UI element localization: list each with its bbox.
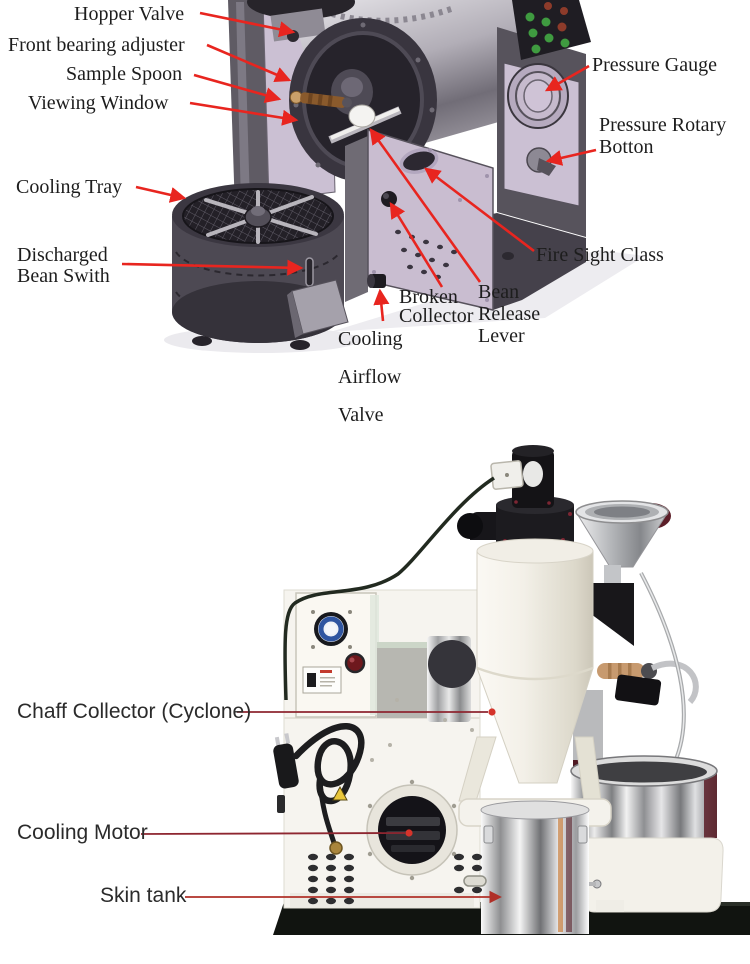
chute-side — [287, 291, 303, 338]
panel-holes — [395, 229, 457, 280]
arrow-front-bearing — [206, 43, 292, 83]
discharge-switch-handle — [305, 257, 314, 287]
label-chaff-collector: Chaff Collector (Cyclone) — [17, 700, 252, 723]
power-cable — [283, 476, 495, 701]
label-fire-sight-class: Fire Sight Class — [536, 244, 664, 266]
skin-tank-part — [480, 800, 590, 934]
chrome-pipe — [650, 660, 699, 704]
drawer-handle — [463, 875, 487, 887]
drum-housing — [377, 648, 431, 718]
arrow-viewing-window — [189, 101, 299, 126]
label-discharged-bean: Discharged Bean Swith — [17, 244, 110, 287]
cooling-motor-part — [366, 779, 458, 881]
brass-fitting — [329, 841, 343, 855]
control-panel — [512, 0, 591, 60]
key — [277, 795, 285, 813]
foot — [502, 252, 514, 260]
label-broken-collector: Broken Collector — [399, 286, 474, 327]
steel-tube-highlight — [640, 572, 685, 769]
label-pressure-gauge: Pressure Gauge — [592, 54, 717, 76]
callout-arrows — [121, 11, 597, 322]
label-cooling-motor: Cooling Motor — [17, 821, 148, 844]
arrow-cooling-airflow — [373, 288, 390, 322]
dot-cooling-motor — [405, 829, 413, 837]
photo-callout-lines — [140, 708, 502, 904]
motor-badge — [523, 461, 543, 487]
arrow-fire-sight — [424, 167, 535, 253]
arrow-pressure-gauge — [544, 64, 590, 92]
label-pressure-rotary: Pressure Rotary Botton — [599, 114, 727, 158]
arrow-cooling-tray — [135, 185, 187, 203]
top-roaster-illustration — [121, 0, 645, 353]
tank-clamp-right — [577, 825, 588, 844]
gear-ring — [331, 5, 456, 24]
vent-grid-left — [308, 853, 354, 905]
hopper-chute — [591, 583, 634, 646]
label-skin-tank: Skin tank — [100, 884, 187, 907]
warning-triangle — [332, 785, 348, 801]
vent-grid-right — [454, 853, 482, 894]
label-cooling-tray: Cooling Tray — [16, 176, 123, 198]
label-sample-spoon: Sample Spoon — [66, 63, 183, 85]
discharge-chute — [291, 279, 349, 335]
label-viewing-window: Viewing Window — [28, 92, 169, 114]
dot-chaff-collector — [488, 708, 496, 716]
gauge-screws — [311, 610, 352, 649]
emergency-button — [344, 652, 366, 674]
bearing-cap — [341, 77, 363, 97]
bottom-roaster-photo — [140, 445, 750, 935]
knob-highlight — [383, 193, 389, 199]
pressure-gauge-part — [507, 63, 569, 129]
sample-spoon — [289, 90, 353, 108]
control-panel-box — [295, 592, 379, 718]
column-highlight — [236, 2, 250, 206]
glass-edge — [377, 642, 431, 650]
label-cooling-airflow: Cooling Airflow Valve — [338, 328, 403, 426]
power-cord — [273, 723, 365, 855]
label-hopper-valve: Hopper Valve — [74, 3, 185, 25]
fire-sight-glass — [399, 148, 439, 174]
arrow-broken-collector — [389, 201, 444, 288]
cooling-tray-part — [172, 183, 349, 350]
tank-clamp-left — [483, 825, 494, 844]
arrow-sample-spoon — [193, 73, 282, 104]
arrow-discharged-bean — [121, 259, 304, 276]
arrow-bean-release — [369, 128, 482, 283]
drum-mouth — [428, 640, 476, 688]
body-edge — [345, 136, 368, 302]
arrow-hopper-valve — [199, 11, 296, 38]
hopper-disc — [247, 0, 355, 19]
line-cooling-motor — [140, 832, 406, 835]
broken-collector-knob — [381, 191, 397, 207]
body-screws — [370, 698, 474, 762]
label-bean-release: Bean Release Lever — [478, 281, 541, 347]
panel-buttons — [525, 2, 570, 54]
bean-release-knob — [348, 104, 376, 128]
label-front-bearing: Front bearing adjuster — [8, 34, 185, 56]
side-panel — [367, 128, 494, 311]
cooling-airflow-valve-knob — [367, 274, 386, 288]
panel-bolts — [372, 138, 489, 302]
sample-trier — [597, 660, 699, 706]
bean-hopper-funnel — [575, 500, 671, 646]
arrow-pressure-rotary — [545, 148, 597, 166]
pressure-rotary-knob — [526, 147, 556, 176]
